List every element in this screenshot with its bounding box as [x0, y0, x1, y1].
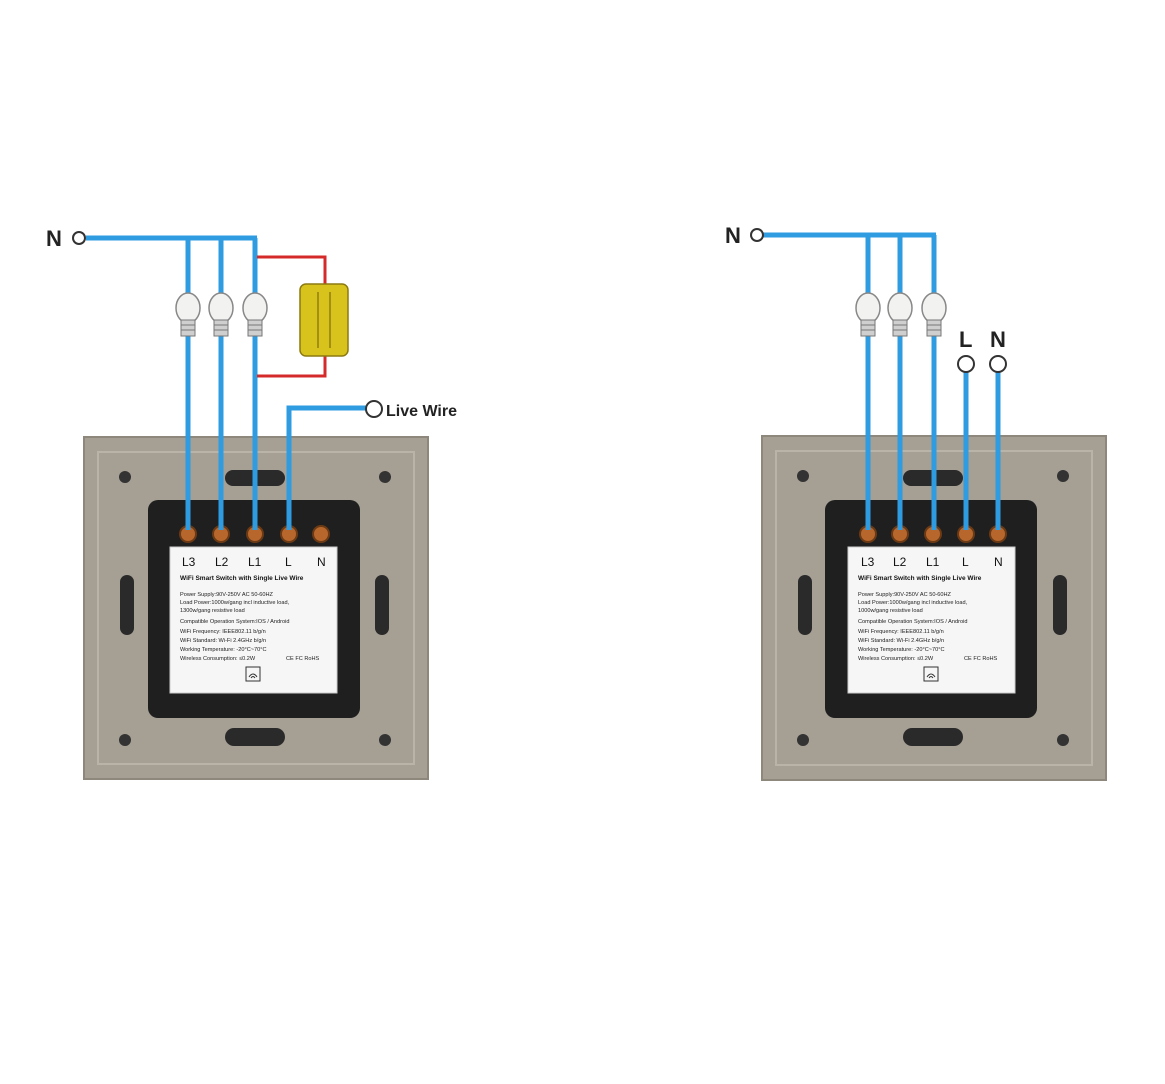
spec-label: WiFi Smart Switch with Single Live Wire … [180, 575, 320, 682]
spec-line: Wireless Consumption: ≤0.2W [858, 656, 934, 662]
left-wiring-diagram: L3 L2 L1 L N WiFi Smart Switch with Sing… [0, 0, 580, 1084]
cert-marks: CE FC RoHS [964, 656, 998, 662]
spec-title: WiFi Smart Switch with Single Live Wire [180, 575, 304, 582]
neutral-label: N [725, 223, 741, 248]
bulb-icon [921, 292, 947, 337]
supply-neutral-label: N [990, 327, 1006, 352]
spec-line: Power Supply:90V-250V AC 50-60HZ [180, 592, 274, 598]
supply-live-label: L [959, 327, 972, 352]
capacitor-icon [299, 283, 349, 357]
bulb-icon [208, 292, 234, 337]
spec-label: WiFi Smart Switch with Single Live Wire … [858, 575, 998, 682]
terminal-block [859, 525, 1007, 543]
wiring [763, 232, 1001, 530]
spec-line: WiFi Frequency: IEEE802.11 b/g/n [858, 629, 944, 635]
bulb-icon [855, 292, 881, 337]
spec-line: Power Supply:90V-250V AC 50-60HZ [858, 592, 952, 598]
spec-title: WiFi Smart Switch with Single Live Wire [858, 575, 982, 582]
terminal-label: L [962, 555, 969, 569]
terminal-label: L2 [215, 555, 229, 569]
left-diagram-canvas: L3 L2 L1 L N WiFi Smart Switch with Sing… [46, 226, 457, 780]
neutral-label: N [46, 226, 62, 251]
neutral-node [72, 231, 86, 245]
terminal-label: N [317, 555, 326, 569]
terminal-label: L1 [248, 555, 262, 569]
spec-line: Compatible Operation System:IOS / Androi… [858, 619, 967, 625]
terminal-label: L3 [861, 555, 875, 569]
spec-line: WiFi Standard: Wi-Fi 2.4GHz b/g/n [180, 638, 266, 644]
spec-line: WiFi Frequency: IEEE802.11 b/g/n [180, 629, 266, 635]
spec-line: Load Power:1000w/gang incl inductive loa… [180, 600, 290, 606]
bulb-icon [175, 292, 201, 337]
spec-line: 1300w/gang resistive load [180, 608, 245, 614]
terminal-label: L2 [893, 555, 907, 569]
spec-line: Working Temperature: -20°C~70°C [858, 647, 945, 653]
spec-line: Working Temperature: -20°C~70°C [180, 647, 267, 653]
neutral-node [750, 228, 764, 242]
switch-module [148, 500, 360, 718]
wifi-logo-icon [923, 666, 939, 682]
live-wire-node [365, 400, 383, 418]
cert-marks: CE FC RoHS [286, 656, 320, 662]
spec-line: Load Power:1000w/gang incl inductive loa… [858, 600, 968, 606]
terminal-label: L1 [926, 555, 940, 569]
wifi-logo-icon [245, 666, 261, 682]
spec-line: 1000w/gang resistive load [858, 608, 923, 614]
terminal-label: L3 [182, 555, 196, 569]
spec-line: Compatible Operation System:IOS / Androi… [180, 619, 289, 625]
switch-module [825, 500, 1037, 718]
right-diagram-canvas: L3 L2 L1 L N WiFi Smart Switch with Sing… [725, 223, 1107, 781]
terminal-label: L [285, 555, 292, 569]
spec-line: WiFi Standard: Wi-Fi 2.4GHz b/g/n [858, 638, 944, 644]
wiring [86, 235, 366, 530]
right-wiring-diagram: L3 L2 L1 L N WiFi Smart Switch with Sing… [585, 0, 1165, 1084]
terminal-label: N [994, 555, 1003, 569]
bulb-icon [242, 292, 268, 337]
live-wire-label: Live Wire [386, 403, 457, 420]
spec-line: Wireless Consumption: ≤0.2W [180, 656, 256, 662]
bulb-icon [887, 292, 913, 337]
supply-live-node [957, 355, 975, 373]
live-wire [286, 405, 366, 530]
terminal-labels: L3 L2 L1 L N [861, 555, 1003, 569]
terminal-labels: L3 L2 L1 L N [182, 555, 326, 569]
supply-neutral-node [989, 355, 1007, 373]
